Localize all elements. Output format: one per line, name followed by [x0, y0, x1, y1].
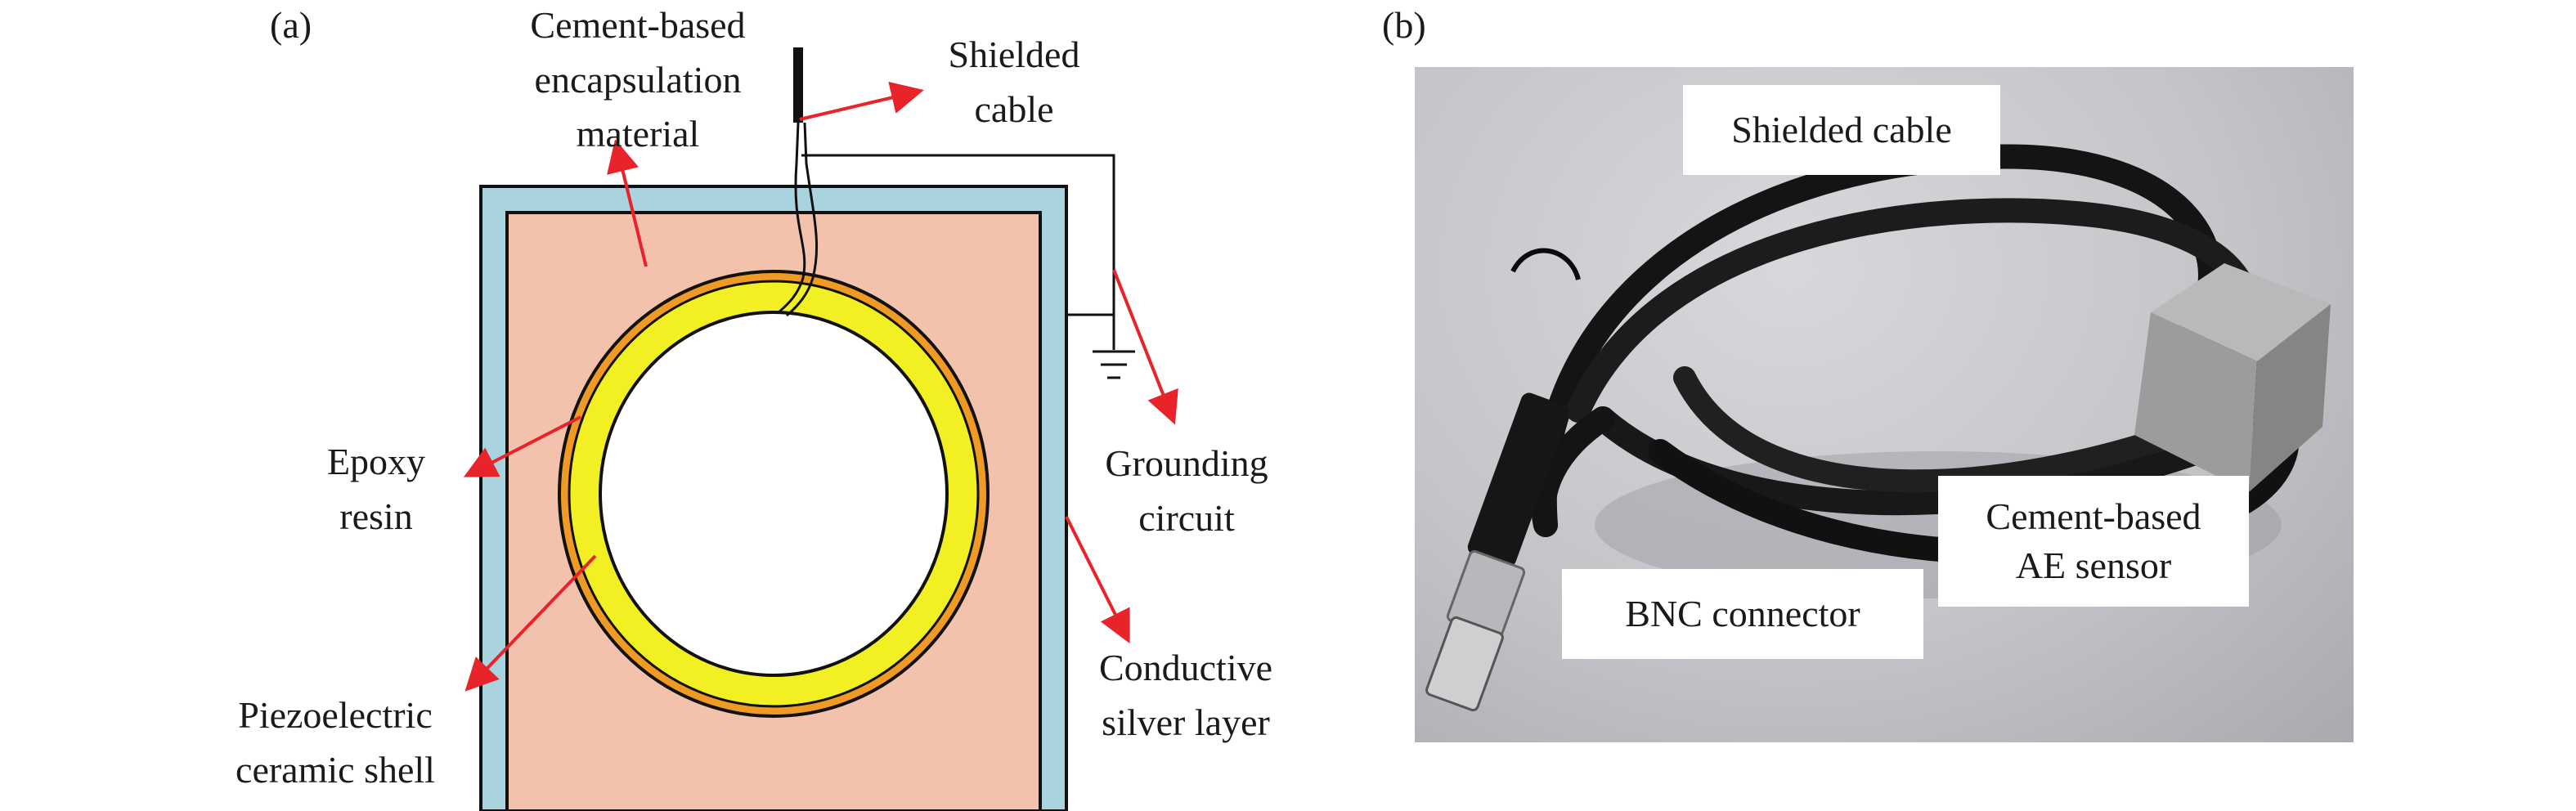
bnc-head: [1425, 616, 1504, 712]
sensor-block-side: [2249, 304, 2331, 492]
label-box-bnc: BNC connector: [1562, 569, 1923, 659]
arrow-shielded-cable: [799, 81, 924, 121]
sensor-schematic: [463, 47, 1178, 811]
cable-wire-2: [786, 122, 819, 317]
label-silver: Conductive silver layer: [1098, 647, 1273, 743]
cable-lead: [1531, 406, 1615, 537]
arrow-epoxy: [463, 415, 581, 477]
hollow-center: [599, 311, 949, 677]
cable-wire-1: [778, 122, 806, 314]
sensor-block-front: [2134, 312, 2257, 492]
cable-loop-5: [1673, 366, 2228, 493]
sensor-block-top: [2151, 263, 2331, 361]
bnc-boot: [1467, 392, 1570, 567]
label-epoxy: Epoxy resin: [326, 441, 426, 537]
panel-b-tag: (b): [1382, 4, 1426, 46]
panel-a-tag: (a): [270, 4, 312, 46]
label-box-sensor: Cement-based AE sensor: [1938, 476, 2249, 607]
label-grounding: Grounding circuit: [1105, 442, 1268, 539]
grounding-wire: [801, 154, 1115, 316]
label-shielded-cable-a: Shielded cable: [948, 34, 1080, 130]
arrow-silver: [1065, 516, 1130, 644]
sensor-photo: Shielded cable Cement-based AE sensor BN…: [1415, 67, 2354, 742]
arrow-piezo: [464, 554, 597, 692]
arrow-grounding: [1112, 269, 1178, 425]
cable-tie: [1510, 248, 1581, 280]
label-piezo: Piezoelectric ceramic shell: [236, 694, 435, 791]
label-encapsulation: Cement-based encapsulation material: [530, 4, 746, 155]
arrow-encapsulation: [607, 139, 648, 267]
label-box-shielded-cable: Shielded cable: [1683, 85, 2000, 175]
